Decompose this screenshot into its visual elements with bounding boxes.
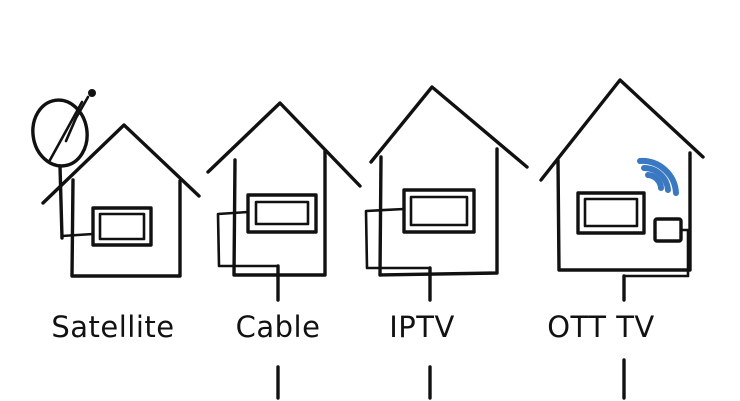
house-satellite bbox=[31, 89, 201, 278]
label-ott: OTT TV bbox=[547, 310, 655, 344]
label-cable: Cable bbox=[236, 310, 321, 344]
roof bbox=[369, 85, 529, 169]
house-walls bbox=[70, 178, 182, 278]
tv-screen-icon bbox=[402, 188, 476, 234]
tv-screen-icon bbox=[246, 193, 318, 234]
tv-screen-icon bbox=[576, 191, 646, 235]
roof bbox=[539, 78, 705, 182]
house-ott bbox=[539, 78, 705, 400]
house-walls bbox=[378, 147, 499, 277]
house-cable bbox=[206, 101, 362, 400]
tv-screen-icon bbox=[91, 206, 153, 247]
house-iptv bbox=[364, 85, 529, 400]
satellite-dish-icon bbox=[31, 89, 96, 240]
wifi-signal-icon bbox=[637, 157, 679, 196]
set-top-box-icon bbox=[653, 217, 683, 243]
label-satellite: Satellite bbox=[51, 310, 174, 344]
label-iptv: IPTV bbox=[389, 310, 455, 344]
roof bbox=[41, 123, 201, 205]
house-walls bbox=[556, 151, 692, 272]
roof bbox=[206, 101, 362, 188]
